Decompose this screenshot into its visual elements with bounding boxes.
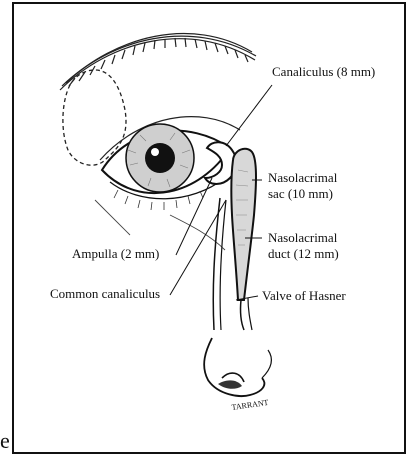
label-sac-line1: Nasolacrimal <box>268 170 338 185</box>
label-duct-line1: Nasolacrimal <box>268 230 338 245</box>
label-duct-line2: duct (12 mm) <box>268 246 339 261</box>
label-sac-line2: sac (10 mm) <box>268 186 333 201</box>
eyebrow <box>60 34 256 90</box>
artist-signature: TARRANT <box>231 398 269 412</box>
frontal-sinus-outline <box>63 70 126 165</box>
label-common-canaliculus: Common canaliculus <box>50 286 160 301</box>
nasal-wall <box>213 198 220 330</box>
label-ampulla: Ampulla (2 mm) <box>72 246 159 261</box>
pupil <box>145 143 175 173</box>
label-valve-of-hasner: Valve of Hasner <box>262 288 346 303</box>
label-canaliculus: Canaliculus (8 mm) <box>272 64 375 79</box>
nostril <box>218 380 242 388</box>
lacrimal-sac-and-duct <box>231 149 256 300</box>
eye <box>95 124 230 250</box>
